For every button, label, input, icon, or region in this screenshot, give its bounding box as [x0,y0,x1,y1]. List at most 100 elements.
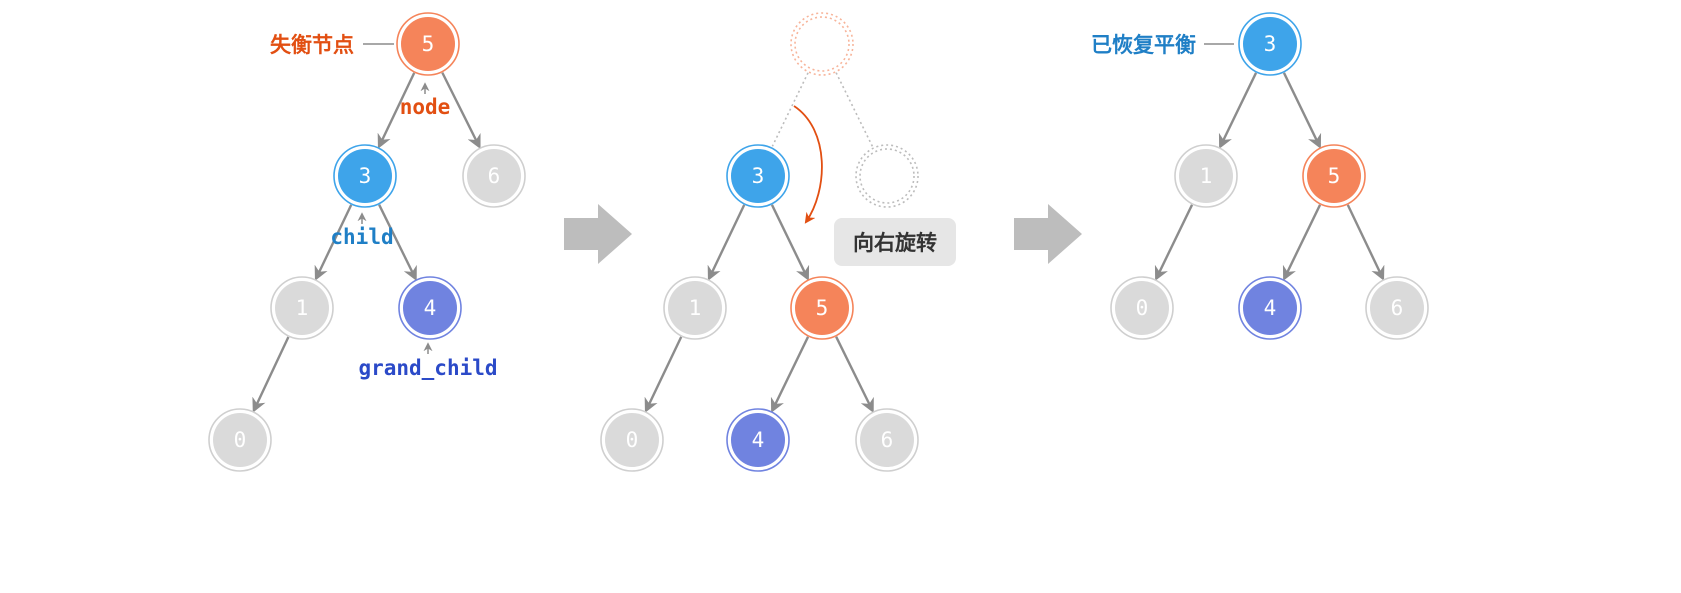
tree-node-0: 0 [208,408,272,472]
node-value: 3 [1264,32,1277,56]
edge-n5-n4 [1282,204,1322,281]
node-value: 0 [234,428,247,452]
node-circle [1307,149,1361,203]
node-outer-ring [855,144,919,208]
panel-rotating-ghost-edges [771,72,874,147]
node-circle [1179,149,1233,203]
tree-node-5: 5 [790,276,854,340]
node-value: 1 [296,296,309,320]
tree-node-1: 1 [663,276,727,340]
node-circle [213,413,267,467]
child-label: child [330,225,393,249]
edge-n5-n4 [770,336,810,413]
edge-n5-n6 [1346,204,1385,281]
edge-n5-n6 [441,72,481,150]
tree-node-4: 4 [726,408,790,472]
panel-after: 3 1 5 0 4 6 已恢复平衡 [1091,12,1429,340]
panel-after-nodes: 3 1 5 0 4 6 [1110,12,1429,340]
tree-node-1: 1 [270,276,334,340]
node-value: 5 [816,32,829,56]
node-circle [731,149,785,203]
edge-n3-n5 [1282,72,1322,149]
transition-arrow-2 [1014,204,1082,264]
node-circle [467,149,521,203]
node-circle [338,149,392,203]
node-value: 4 [424,296,437,320]
edge-n5-n6 [835,336,874,413]
edge-n5-n3 [377,72,416,149]
node-label: node [400,95,451,119]
node-circle [859,148,915,204]
tree-node-5: 5 [790,12,854,76]
node-value: 6 [488,164,501,188]
node-value: 5 [1328,164,1341,188]
tree-node-0: 0 [1110,276,1174,340]
panel-before: 5 3 6 1 4 0 失衡节点 node child grand_child [208,12,526,472]
tree-node-0: 0 [600,408,664,472]
tree-node-6: 6 [855,144,919,208]
node-value: 4 [1264,296,1277,320]
node-circle [860,413,914,467]
edge-n3-n1 [707,204,746,281]
node-circle [401,17,455,71]
node-circle [1115,281,1169,335]
node-value: 6 [881,428,894,452]
tree-node-4: 4 [398,276,462,340]
node-outer-ring [790,12,854,76]
node-circle [1243,17,1297,71]
edge-n3-n1 [1218,72,1258,149]
tree-node-3: 3 [333,144,397,208]
panel-rotating-nodes: 5 6 3 1 5 0 4 6 [600,12,919,472]
panel-after-edges [1154,72,1385,281]
ghost-edge-5-3 [771,72,809,147]
node-circle [275,281,329,335]
node-circle [403,281,457,335]
rotate-tag-background [834,218,956,266]
node-value: 6 [881,164,894,188]
edge-n1-n0 [252,336,290,413]
node-value: 1 [1200,164,1213,188]
node-value: 0 [626,428,639,452]
node-circle [794,16,850,72]
node-circle [795,281,849,335]
tree-node-6: 6 [1365,276,1429,340]
tree-node-5: 5 [396,12,460,76]
tree-node-6: 6 [855,408,919,472]
rotate-tag-label: 向右旋转 [853,231,937,255]
node-value: 6 [1391,296,1404,320]
panel-before-edges [252,72,481,413]
tree-node-1: 1 [1174,144,1238,208]
node-value: 4 [752,428,765,452]
node-circle [605,413,659,467]
node-value: 0 [1136,296,1149,320]
balanced-label: 已恢复平衡 [1091,33,1196,57]
grand-child-label: grand_child [358,356,497,380]
edge-n3-n1 [314,204,353,281]
tree-node-5: 5 [1302,144,1366,208]
tree-node-3: 3 [1238,12,1302,76]
node-value: 3 [752,164,765,188]
node-circle [668,281,722,335]
edge-n3-n4 [378,204,417,281]
transition-arrow-1 [564,204,632,264]
ghost-edge-5-6 [835,72,874,147]
tree-node-6: 6 [462,144,526,208]
node-circle [731,413,785,467]
panel-rotating: 5 6 3 1 5 0 4 6 向右旋转 [600,12,956,472]
panel-rotating-edges [644,204,874,413]
edge-n3-n5 [770,204,810,281]
tree-node-3: 3 [726,144,790,208]
panel-before-nodes: 5 3 6 1 4 0 [208,12,526,472]
edge-n1-n0 [644,336,683,413]
node-circle [1370,281,1424,335]
rotation-curve-arrow [793,105,823,224]
node-value: 1 [689,296,702,320]
node-circle [1243,281,1297,335]
node-value: 3 [359,164,372,188]
tree-node-4: 4 [1238,276,1302,340]
edge-n1-n0 [1154,204,1194,281]
node-value: 5 [816,296,829,320]
unbalanced-node-label: 失衡节点 [270,33,354,57]
